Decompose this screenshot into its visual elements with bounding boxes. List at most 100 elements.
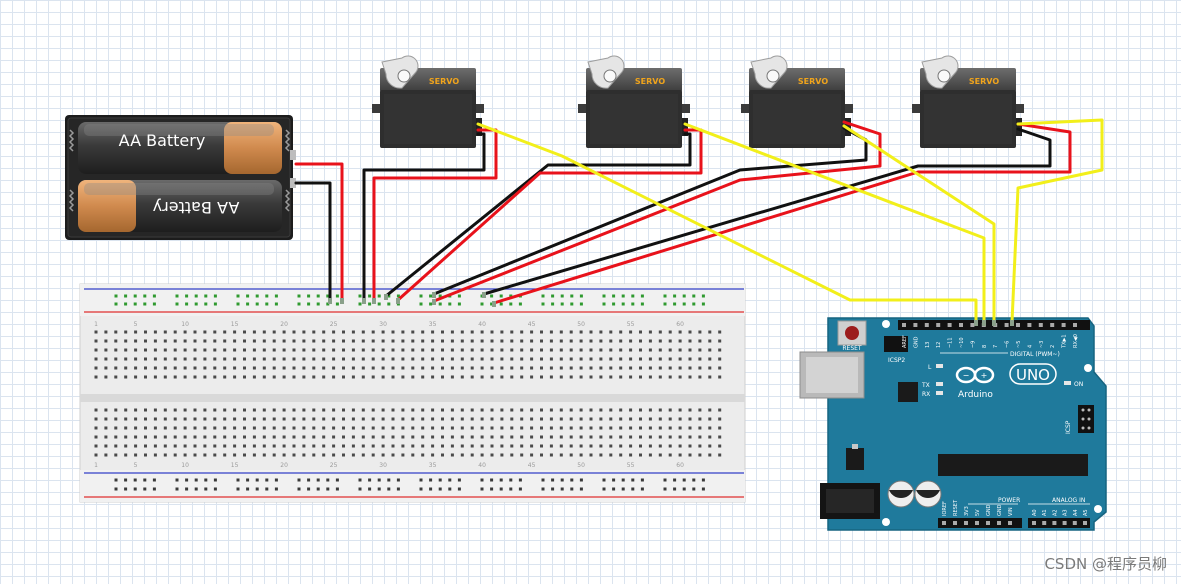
breadboard-hole[interactable] — [648, 357, 652, 361]
breadboard-hole[interactable] — [272, 366, 276, 370]
breadboard-hole[interactable] — [629, 408, 633, 412]
breadboard-hole[interactable] — [658, 408, 662, 412]
breadboard-hole[interactable] — [470, 357, 474, 361]
breadboard-hole[interactable] — [104, 435, 108, 439]
breadboard-hole[interactable] — [243, 348, 246, 352]
breadboard-hole[interactable] — [203, 366, 207, 370]
breadboard-hole[interactable] — [549, 435, 553, 439]
rail-hole[interactable] — [612, 478, 616, 482]
breadboard-hole[interactable] — [272, 453, 276, 457]
rail-hole[interactable] — [175, 487, 179, 491]
breadboard-hole[interactable] — [351, 375, 355, 379]
breadboard-hole[interactable] — [648, 348, 652, 352]
breadboard-hole[interactable] — [629, 453, 633, 457]
breadboard-hole[interactable] — [668, 348, 672, 352]
breadboard-hole[interactable] — [223, 339, 227, 343]
breadboard-hole[interactable] — [530, 453, 534, 457]
rail-hole[interactable] — [265, 302, 269, 306]
breadboard-hole[interactable] — [460, 375, 464, 379]
breadboard-hole[interactable] — [292, 408, 296, 412]
breadboard-hole[interactable] — [243, 426, 246, 430]
rail-hole[interactable] — [326, 294, 330, 298]
breadboard-hole[interactable] — [153, 375, 157, 379]
breadboard-hole[interactable] — [144, 375, 147, 379]
breadboard-hole[interactable] — [460, 330, 464, 334]
breadboard-hole[interactable] — [243, 357, 246, 361]
breadboard-hole[interactable] — [708, 375, 712, 379]
rail-hole[interactable] — [213, 487, 217, 491]
breadboard-hole[interactable] — [698, 426, 702, 430]
breadboard-hole[interactable] — [708, 453, 712, 457]
breadboard-hole[interactable] — [203, 357, 207, 361]
breadboard-hole[interactable] — [302, 357, 306, 361]
breadboard-hole[interactable] — [183, 444, 187, 448]
breadboard-hole[interactable] — [124, 435, 128, 439]
breadboard-hole[interactable] — [490, 408, 494, 412]
breadboard-hole[interactable] — [252, 348, 256, 352]
rail-hole[interactable] — [204, 478, 208, 482]
breadboard-hole[interactable] — [698, 339, 702, 343]
breadboard-hole[interactable] — [559, 348, 563, 352]
breadboard-hole[interactable] — [520, 417, 524, 421]
breadboard-hole[interactable] — [629, 330, 633, 334]
rail-hole[interactable] — [499, 487, 503, 491]
breadboard-hole[interactable] — [490, 357, 494, 361]
rail-hole[interactable] — [133, 302, 137, 306]
breadboard-hole[interactable] — [223, 453, 227, 457]
breadboard-hole[interactable] — [441, 453, 444, 457]
breadboard-hole[interactable] — [619, 435, 623, 439]
breadboard-hole[interactable] — [332, 339, 336, 343]
breadboard-hole[interactable] — [312, 366, 316, 370]
breadboard-hole[interactable] — [104, 426, 108, 430]
rail-hole[interactable] — [541, 302, 545, 306]
rail-hole[interactable] — [368, 487, 372, 491]
breadboard-hole[interactable] — [629, 375, 633, 379]
breadboard-hole[interactable] — [510, 435, 514, 439]
breadboard-hole[interactable] — [540, 453, 543, 457]
breadboard-hole[interactable] — [262, 408, 266, 412]
breadboard-hole[interactable] — [460, 339, 464, 343]
breadboard-hole[interactable] — [510, 357, 514, 361]
breadboard-hole[interactable] — [351, 357, 355, 361]
breadboard-hole[interactable] — [104, 453, 108, 457]
rail-hole[interactable] — [133, 478, 137, 482]
breadboard-hole[interactable] — [441, 408, 444, 412]
breadboard-hole[interactable] — [153, 357, 157, 361]
power-pin[interactable] — [986, 521, 990, 525]
breadboard-hole[interactable] — [708, 417, 712, 421]
breadboard-hole[interactable] — [599, 453, 603, 457]
breadboard-hole[interactable] — [648, 375, 652, 379]
breadboard-hole[interactable] — [401, 339, 405, 343]
breadboard-hole[interactable] — [361, 339, 365, 343]
breadboard-hole[interactable] — [431, 366, 435, 370]
breadboard-hole[interactable] — [698, 444, 702, 448]
breadboard-hole[interactable] — [193, 453, 197, 457]
rail-hole[interactable] — [377, 294, 381, 298]
rail-hole[interactable] — [541, 294, 545, 298]
breadboard-hole[interactable] — [450, 375, 454, 379]
breadboard-hole[interactable] — [252, 357, 256, 361]
breadboard-hole[interactable] — [510, 348, 514, 352]
breadboard-hole[interactable] — [173, 453, 177, 457]
breadboard-hole[interactable] — [134, 330, 138, 334]
breadboard-hole[interactable] — [540, 408, 543, 412]
breadboard-hole[interactable] — [193, 348, 197, 352]
breadboard-hole[interactable] — [639, 426, 642, 430]
breadboard-hole[interactable] — [639, 366, 642, 370]
breadboard-hole[interactable] — [134, 444, 138, 448]
breadboard-hole[interactable] — [579, 453, 583, 457]
breadboard-hole[interactable] — [272, 435, 276, 439]
breadboard-hole[interactable] — [243, 453, 246, 457]
breadboard-hole[interactable] — [371, 375, 375, 379]
breadboard-hole[interactable] — [678, 375, 682, 379]
breadboard-hole[interactable] — [411, 348, 415, 352]
breadboard-hole[interactable] — [292, 339, 296, 343]
rail-hole[interactable] — [457, 302, 461, 306]
breadboard-hole[interactable] — [124, 357, 128, 361]
breadboard-hole[interactable] — [718, 330, 722, 334]
breadboard-hole[interactable] — [668, 426, 672, 430]
rail-hole[interactable] — [204, 487, 208, 491]
rail-hole[interactable] — [133, 487, 137, 491]
breadboard-hole[interactable] — [648, 453, 652, 457]
breadboard-hole[interactable] — [421, 357, 425, 361]
